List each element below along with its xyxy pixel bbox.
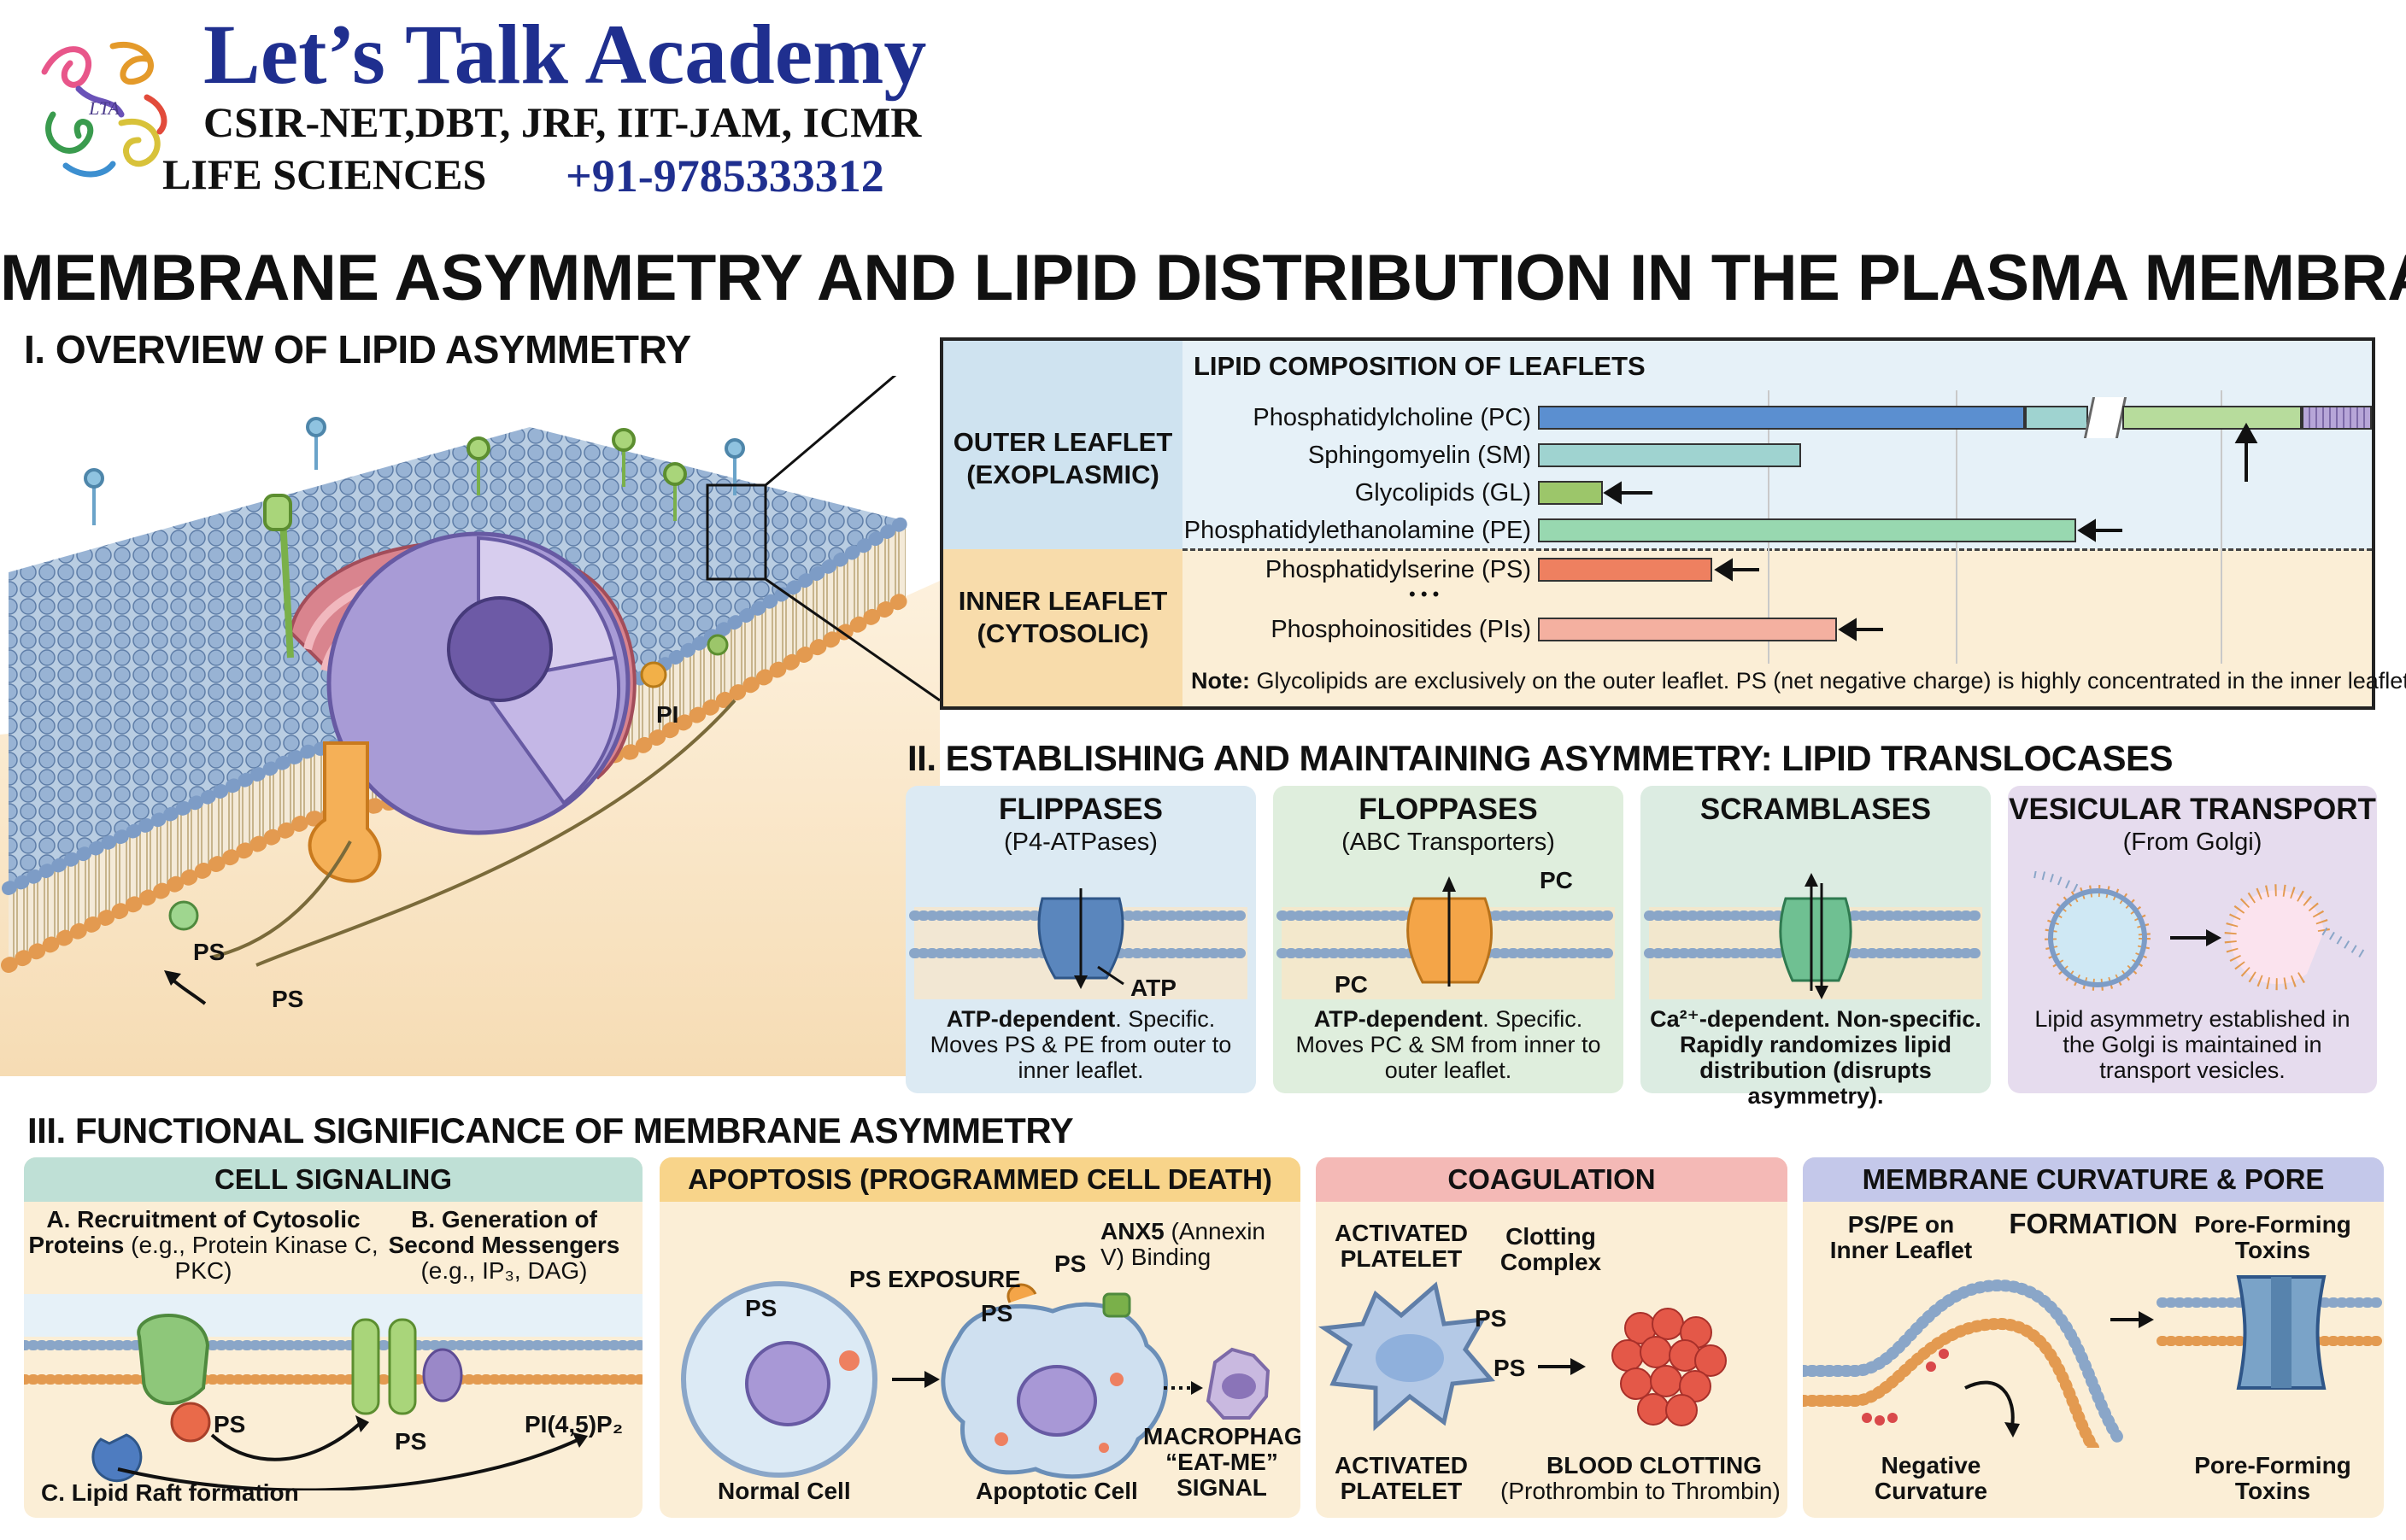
page-title: MEMBRANE ASYMMETRY AND LIPID DISTRIBUTIO… [0,242,2406,314]
vesicular-subtitle: (From Golgi) [2122,829,2262,856]
bar-gl [1538,481,1603,505]
pspe-inner-label: PS/PE on Inner Leaflet [1829,1211,1973,1263]
composition-title: LIPID COMPOSITION OF LEAFLETS [1194,351,1646,381]
apoptosis-ps-a: PS [1054,1250,1087,1277]
signaling-title: CELL SIGNALING [24,1157,643,1202]
flippases-description: ATP-dependent. Specific. Moves PS & PE f… [930,1006,1232,1083]
lipid-label-gl: Glycolipids (GL) [1354,479,1531,507]
activated-platelet-bottom: ACTIVATED PLATELET [1334,1452,1469,1504]
floppase-diagram [1276,876,1620,999]
clotting-complex-label: Clotting Complex [1499,1223,1602,1275]
macrophage-label: MACROPHAGE “EAT-ME” SIGNAL [1143,1423,1300,1501]
bar-sm [1538,443,1801,467]
lipid-ellipsis: • • • [1409,583,1440,605]
inner-leaflet-label-2: (CYTOSOLIC) [977,618,1149,648]
label-ps-1: PS [193,939,226,965]
bar-pc-outer-tail [2025,406,2088,430]
outer-leaflet-label-1: OUTER LEAFLET [953,427,1173,457]
logo-icon: LTA [41,41,167,178]
logo-mark: LTA [88,97,120,119]
card-vesicular-transport: VESICULAR TRANSPORT (From Golgi) Lipid a… [2008,786,2377,1093]
card-floppases: FLOPPASES (ABC Transporters) PC PC ATP-d… [1273,786,1623,1093]
bar-pc-outer [1538,406,2025,430]
composition-arrows [1603,422,2258,641]
pore-forming-top: Pore-Forming Toxins [2194,1211,2351,1263]
activated-platelet-top: ACTIVATED PLATELET [1334,1220,1469,1272]
lipid-label-pe: Phosphatidylethanolamine (PE) [1183,517,1531,544]
card-membrane-curvature: MEMBRANE CURVATURE & PORE FORMATION PS/P… [1803,1157,2384,1518]
floppase-pc-bottom: PC [1335,971,1368,998]
apoptosis-ps-exposure: PS EXPOSURE [849,1266,1021,1292]
negative-curvature-label: Negative Curvature [1874,1452,1988,1504]
apoptosis-title: APOPTOSIS (PROGRAMMED CELL DEATH) [660,1157,1300,1202]
blood-clotting-label: BLOOD CLOTTING [1546,1452,1762,1479]
card-flippases: FLIPPASES (P4-ATPases) ATP ATP-dependent… [906,786,1256,1093]
bar-pc-minor [2302,406,2372,430]
bar-pc-right [2122,406,2302,430]
flippase-diagram [909,888,1253,999]
lipid-label-ps: Phosphatidylserine (PS) [1265,556,1531,583]
floppases-description: ATP-dependent. Specific. Moves PC & SM f… [1295,1006,1601,1083]
coagulation-diagram [1317,1281,1727,1432]
phone-number: +91-9785333312 [566,150,884,202]
vesicular-title: VESICULAR TRANSPORT [2009,793,2376,826]
section2-heading: II. ESTABLISHING AND MAINTAINING ASYMMET… [907,738,2174,778]
card-apoptosis: APOPTOSIS (PROGRAMMED CELL DEATH) PS EXP… [660,1157,1300,1518]
flippase-atp-label: ATP [1130,975,1177,1001]
coagulation-ps-b: PS [1493,1355,1526,1381]
inner-leaflet-label-1: INNER LEAFLET [958,586,1168,616]
flippases-subtitle: (P4-ATPases) [1004,829,1158,856]
bar-pis [1538,618,1837,641]
apoptosis-diagram [681,1281,1270,1479]
coagulation-ps-a: PS [1475,1305,1507,1332]
lipid-composition-panel: OUTER LEAFLET (EXOPLASMIC) INNER LEAFLET… [940,337,2406,710]
section3-heading: III. FUNCTIONAL SIGNIFICANCE OF MEMBRANE… [27,1110,1074,1151]
flippases-title: FLIPPASES [999,793,1163,826]
prothrombin-label: (Prothrombin to Thrombin) [1500,1478,1781,1504]
label-ps-2: PS [272,986,304,1012]
card-coagulation: COAGULATION ACTIVATED PLATELET Clotting … [1316,1157,1787,1518]
floppase-pc-top: PC [1540,867,1573,893]
signaling-ps-2: PS [395,1428,427,1455]
apoptosis-anx5: ANX5 (Annexin V) Binding [1100,1218,1265,1270]
outer-leaflet-label-2: (EXOPLASMIC) [966,460,1159,489]
normal-cell-label: Normal Cell [718,1478,851,1504]
signaling-ps-1: PS [214,1411,246,1438]
subject-label: LIFE SCIENCES [162,150,487,198]
signaling-pip2: PI(4,5)P₂ [525,1411,624,1438]
scramblase-diagram [1644,873,1987,999]
composition-note: Note: Glycolipids are exclusively on the… [1191,668,2406,694]
signaling-diagram [24,1294,643,1490]
card-scramblases: SCRAMBLASES Ca²⁺-dependent. Non-specific… [1640,786,1991,1109]
scramblases-title: SCRAMBLASES [1699,793,1932,826]
curvature-title: MEMBRANE CURVATURE & PORE FORMATION [1803,1157,2384,1239]
membrane-overview-illustration [0,376,940,1076]
lipid-label-sm: Sphingomyelin (SM) [1307,442,1531,469]
bar-ps [1538,558,1712,582]
lipid-label-pis: Phosphoinositides (PIs) [1270,616,1531,643]
floppases-title: FLOPPASES [1359,793,1538,826]
coagulation-title: COAGULATION [1316,1157,1787,1202]
signaling-b: B. Generation of Second Messengers (e.g.… [388,1206,620,1284]
apoptosis-ps-normal: PS [745,1295,778,1321]
lipid-label-pc: Phosphatidylcholine (PC) [1253,404,1531,431]
scramblases-description: Ca²⁺-dependent. Non-specific. Rapidly ra… [1650,1006,1981,1109]
vesicular-description: Lipid asymmetry established in the Golgi… [2034,1006,2350,1083]
academy-name: Let’s Talk Academy [203,7,927,102]
label-pi: PI [656,701,679,728]
floppases-subtitle: (ABC Transporters) [1341,829,1555,856]
apoptotic-cell-label: Apoptotic Cell [976,1478,1138,1504]
signaling-lipid-raft: C. Lipid Raft formation [41,1479,299,1506]
pore-forming-bottom: Pore-Forming Toxins [2194,1452,2351,1504]
curvature-diagram [1803,1275,2384,1448]
bar-pe [1538,518,2076,542]
card-cell-signaling: CELL SIGNALING A. Recruitment of Cytosol… [24,1157,643,1518]
apoptosis-ps-b: PS [981,1300,1013,1326]
signaling-a: A. Recruitment of Cytosolic Proteins (e.… [28,1206,379,1284]
vesicle-diagram [2028,871,2369,991]
section1-heading: I. OVERVIEW OF LIPID ASYMMETRY [24,327,691,372]
exam-list: CSIR-NET,DBT, JRF, IIT-JAM, ICMR [203,98,922,146]
